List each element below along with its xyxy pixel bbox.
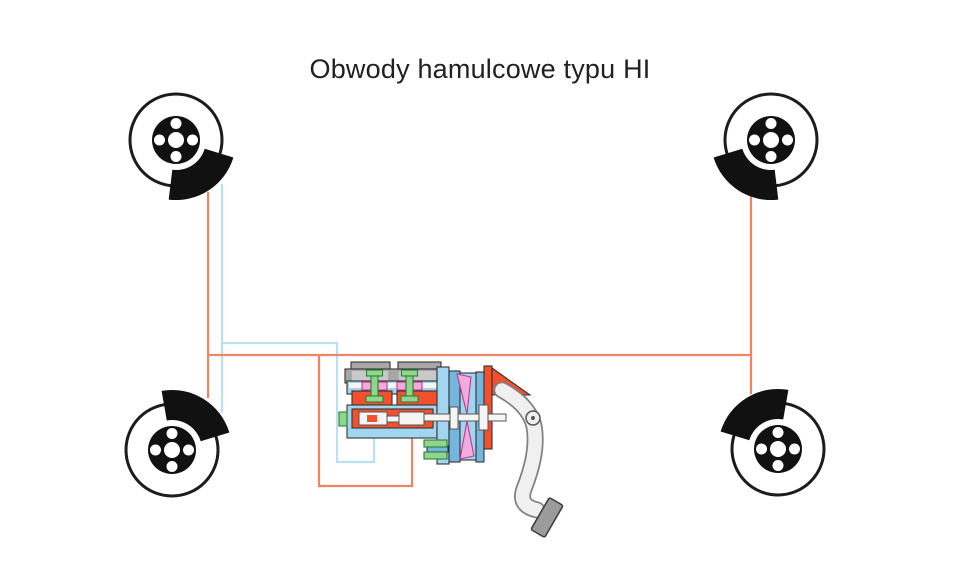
circuit-secondary	[220, 184, 376, 464]
hub-bolt-hole	[765, 151, 777, 162]
hub-bolt-hole	[183, 444, 194, 456]
hub-bolt-hole	[782, 134, 793, 146]
hub-bolt-hole	[765, 118, 777, 129]
pedal-arm-face	[495, 383, 544, 517]
hub-bolt-hole	[170, 151, 182, 162]
wheels-layer	[124, 92, 826, 498]
wheel-top-right	[713, 92, 819, 201]
diagram-title: Obwody hamulcowe typu HI	[309, 54, 651, 84]
pedal-pivot-pin	[531, 416, 535, 420]
hub-bolt-hole	[772, 460, 784, 471]
brake-caliper-top-right	[713, 148, 779, 201]
hub-bolt-hole	[749, 134, 760, 146]
hub-center-hole	[763, 132, 779, 148]
circuit-secondary-line	[222, 341, 376, 464]
brake-lines-layer	[206, 184, 753, 488]
hub-bolt-hole	[789, 443, 800, 455]
circuit-primary-line	[317, 355, 414, 488]
brake-caliper-top-left	[168, 148, 234, 201]
hub-center-hole	[168, 132, 184, 148]
brake-caliper-bottom-right	[720, 388, 789, 441]
fluid-level-band	[349, 383, 441, 388]
compensation-valve-right	[400, 369, 419, 403]
hub-bolt-hole	[166, 461, 178, 472]
wheel-bottom-left	[124, 389, 230, 498]
seal-left-b	[377, 381, 388, 391]
bleed-fitting	[338, 411, 348, 427]
wheel-bottom-right	[720, 388, 826, 497]
piston-spring-seat	[367, 415, 377, 422]
wheel-top-left	[128, 92, 234, 201]
hub-bolt-hole	[772, 427, 784, 438]
hub-bolt-hole	[170, 118, 182, 129]
master-cylinder-assembly	[338, 361, 564, 538]
compensation-valve-left	[365, 369, 384, 403]
booster-diaphragm-lower	[459, 420, 475, 460]
seal-left-a	[361, 381, 372, 391]
hub-bolt-hole	[154, 134, 165, 146]
hub-bolt-hole	[756, 443, 767, 455]
seal-right-b	[412, 381, 423, 391]
hub-bolt-hole	[187, 134, 198, 146]
hub-bolt-hole	[166, 428, 178, 439]
booster-push-rod	[423, 404, 507, 431]
pedal-pad	[530, 497, 564, 538]
hub-center-hole	[164, 442, 180, 458]
booster-diaphragm-upper	[456, 373, 472, 415]
piston-link-rod	[386, 415, 400, 423]
secondary-piston	[398, 411, 425, 426]
vacuum-valve-fitting	[423, 439, 449, 460]
hub-center-hole	[770, 441, 786, 457]
circuit-primary	[206, 192, 753, 488]
hub-bolt-hole	[150, 444, 161, 456]
seal-right-a	[396, 381, 407, 391]
brake-caliper-bottom-left	[161, 389, 230, 442]
brake-pedal	[493, 381, 564, 538]
